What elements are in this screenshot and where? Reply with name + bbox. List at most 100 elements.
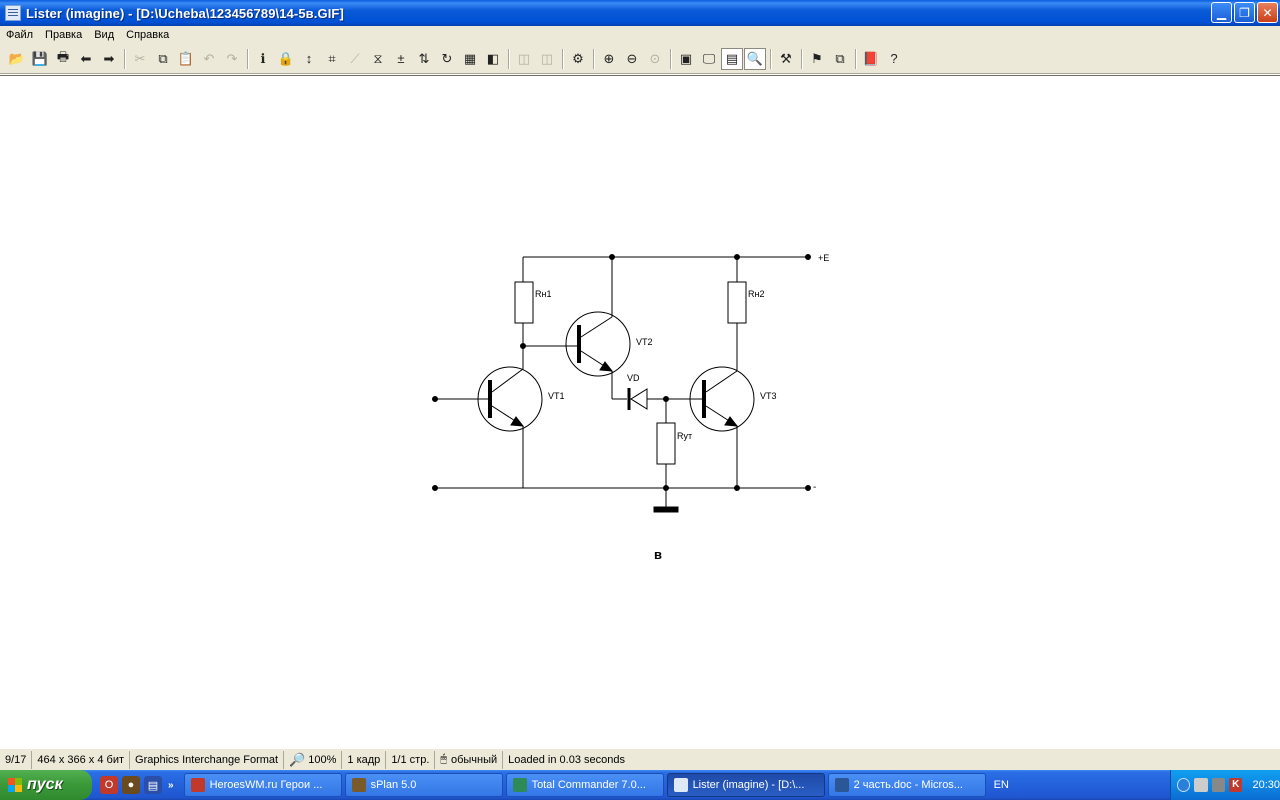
menu-bar: Файл Правка Вид Справка	[0, 26, 1280, 44]
window-controls: ▁ ❐ ✕	[1211, 2, 1278, 23]
color-icon[interactable]: ◧	[486, 50, 500, 66]
resistor-rn2	[727, 281, 747, 324]
taskbar-task[interactable]: Total Commander 7.0...	[505, 773, 664, 797]
zoom-in-icon[interactable]: ⊕	[603, 50, 615, 66]
info-icon[interactable]: ℹ	[260, 50, 266, 66]
status-zoom-value: 100%	[308, 753, 337, 766]
volume-icon[interactable]	[1211, 778, 1226, 792]
help-icon[interactable]: ?	[890, 51, 898, 66]
vt2-collector	[580, 316, 613, 338]
taskbar-task[interactable]: 2 часть.doc - Micros...	[827, 773, 986, 797]
terminal-left-ground	[432, 485, 438, 491]
zoom-out-icon[interactable]: ⊖	[626, 50, 638, 66]
task-label: HeroesWM.ru Герои ...	[209, 779, 323, 791]
kaspersky-icon[interactable]: K	[1229, 778, 1243, 792]
vt2-emitter-arrow	[599, 361, 614, 372]
tray-arrow-icon[interactable]	[1177, 778, 1191, 792]
transistor-vt2	[565, 311, 631, 377]
minimize-button[interactable]: ▁	[1211, 2, 1232, 23]
plugins-icon[interactable]: ⚑	[811, 50, 823, 66]
magnifier-icon: 🔎	[289, 751, 306, 767]
taskbar-task[interactable]: sPlan 5.0	[344, 773, 503, 797]
label-rn1: Rн1	[535, 289, 551, 299]
task-app-icon	[834, 778, 849, 792]
status-zoom: 🔎100%	[284, 750, 343, 769]
tools-icon[interactable]: ⚒	[780, 50, 792, 66]
crop-icon[interactable]: ⌗	[328, 50, 336, 66]
caption-label: в	[654, 547, 662, 562]
print-icon[interactable]: 🖶	[56, 48, 70, 64]
vt1-collector	[491, 368, 524, 393]
prev-frame-icon[interactable]: ◫	[517, 50, 531, 66]
status-pages: 1/1 стр.	[386, 750, 436, 769]
levels-icon[interactable]: ±	[397, 51, 405, 66]
task-label: sPlan 5.0	[370, 779, 417, 791]
toolbar-separator	[801, 48, 803, 69]
save-icon[interactable]: 💾	[31, 50, 49, 66]
slideshow-icon[interactable]: ⚙	[572, 50, 584, 66]
label-minus: -	[813, 482, 816, 493]
close-button[interactable]: ✕	[1257, 2, 1278, 23]
palette-icon[interactable]: ▦	[463, 50, 477, 66]
network-icon[interactable]	[1194, 778, 1208, 792]
junction-dot	[734, 485, 740, 491]
undo-icon[interactable]: ↶	[203, 50, 215, 66]
chevron-right-icon[interactable]: »	[168, 779, 174, 791]
toolbar-separator	[508, 48, 510, 69]
lock-icon[interactable]: 🔒	[277, 50, 295, 66]
status-mode: 🖱обычный	[435, 750, 504, 769]
open-icon[interactable]: 📂	[8, 50, 26, 66]
restore-button[interactable]: ❐	[1234, 2, 1255, 23]
image-viewer-canvas[interactable]: +E Rн1 VT2 VD Rут	[0, 75, 1280, 747]
book-icon[interactable]: 📕	[862, 50, 880, 66]
vt3-emitter-arrow	[724, 416, 739, 427]
opera-icon[interactable]: O	[100, 776, 118, 794]
next-frame-icon[interactable]: ◫	[540, 50, 554, 66]
paste-icon[interactable]: 📋	[177, 50, 195, 66]
taskbar-task[interactable]: Lister (imagine) - [D:\...	[666, 773, 825, 797]
resize-vertical-icon[interactable]: ↕	[305, 51, 313, 66]
start-button[interactable]: пуск	[0, 770, 92, 800]
toolbar-separator	[593, 48, 595, 69]
vt3-collector	[705, 370, 738, 393]
status-mode-value: обычный	[450, 753, 498, 766]
pages-icon[interactable]: ⧉	[835, 50, 845, 66]
status-frames: 1 кадр	[342, 750, 387, 769]
language-indicator[interactable]: EN	[993, 779, 1009, 791]
menu-edit[interactable]: Правка	[45, 29, 83, 41]
flip-icon[interactable]: ⧖	[373, 50, 383, 66]
menu-view[interactable]: Вид	[94, 29, 115, 41]
redo-icon[interactable]: ↷	[226, 50, 238, 66]
label-vt3: VT3	[760, 391, 777, 401]
forward-arrow-icon[interactable]: ➡	[103, 50, 115, 66]
label-rn2: Rн2	[748, 289, 764, 299]
floppy-icon[interactable]: ▤	[144, 776, 162, 794]
start-label: пуск	[27, 776, 63, 793]
zoom-fit-icon[interactable]: ⊙	[649, 50, 661, 66]
copy-icon[interactable]: ⧉	[158, 50, 168, 66]
cut-icon[interactable]: ✂	[134, 50, 146, 66]
toolbar-separator	[247, 48, 249, 69]
zoom-tool-icon[interactable]: 🔍	[744, 47, 766, 70]
quick-launch: O ● ▤ »	[100, 776, 174, 794]
taskbar-task[interactable]: HeroesWM.ru Герои ...	[183, 773, 342, 797]
lister-app-icon[interactable]	[5, 5, 21, 21]
winamp-icon[interactable]: ●	[122, 776, 140, 794]
toolbar-separator	[562, 48, 564, 69]
fit-window-icon[interactable]: ▣	[679, 50, 693, 66]
diagonal-icon[interactable]: ⟋	[350, 50, 360, 66]
menu-file[interactable]: Файл	[6, 29, 34, 41]
toolbar-separator	[770, 48, 772, 69]
fullscreen-icon[interactable]: 🖵	[702, 50, 716, 66]
window-title: Lister (imagine) - [D:\Ucheba\123456789\…	[26, 5, 344, 21]
diode-vd	[630, 388, 648, 410]
task-buttons: HeroesWM.ru Герои ... sPlan 5.0 Total Comm…	[183, 773, 986, 797]
toolbar-separator	[855, 48, 857, 69]
menu-help[interactable]: Справка	[126, 29, 170, 41]
windows-logo-icon	[8, 778, 22, 792]
refresh-icon[interactable]: ↻	[441, 50, 453, 66]
back-arrow-icon[interactable]: ⬅	[80, 50, 92, 66]
toolbar-separator	[670, 48, 672, 69]
actual-size-icon[interactable]: ▤	[721, 47, 743, 70]
swap-icon[interactable]: ⇅	[418, 50, 430, 66]
